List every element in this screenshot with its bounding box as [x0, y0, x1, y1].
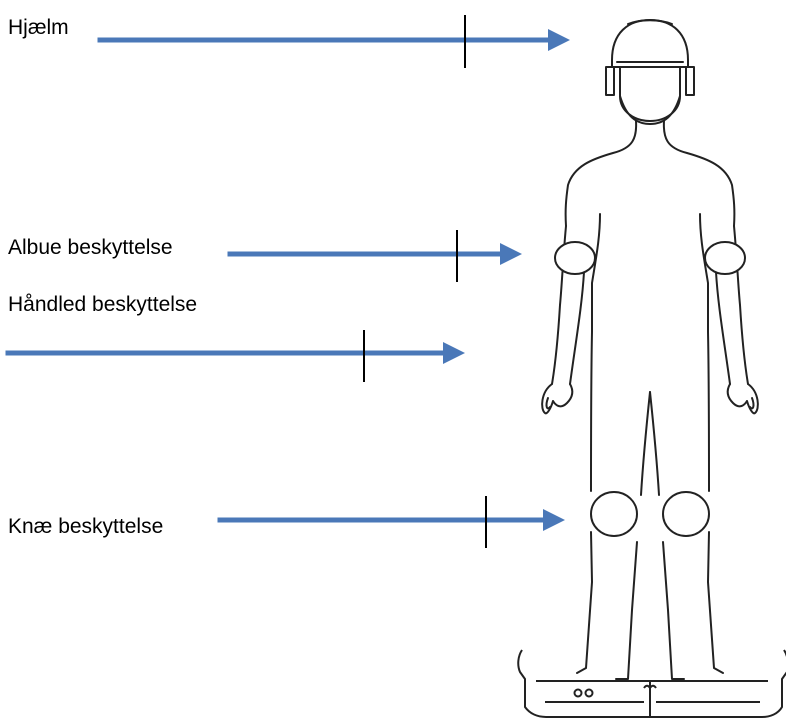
wrist-arrow	[8, 330, 465, 382]
left-arm-inner	[570, 272, 584, 384]
left-elbow-pad	[555, 242, 595, 274]
hoverboard	[518, 650, 786, 717]
right-hand	[728, 384, 758, 413]
right-shoulder	[664, 121, 735, 226]
right-elbow-pad	[705, 242, 745, 274]
right-leg-inner	[663, 542, 684, 679]
left-thumb	[547, 398, 550, 408]
knee-arrow	[220, 496, 565, 548]
hoverboard-shell	[518, 650, 786, 717]
elbow-arrow	[230, 230, 522, 282]
right-leg-outer	[708, 532, 723, 673]
helmet-shape	[612, 20, 688, 67]
helmet-arrow	[100, 15, 570, 68]
left-hand	[542, 384, 572, 413]
right-thumb	[750, 398, 753, 408]
left-leg-inner	[616, 542, 637, 679]
person-outline	[542, 20, 758, 679]
left-shoulder	[566, 121, 637, 226]
inner-leg-right	[650, 392, 659, 495]
left-leg-outer	[577, 532, 592, 673]
inner-leg-left	[641, 392, 650, 495]
hoverboard-wheel-dot-right	[586, 690, 593, 697]
right-knee-pad	[663, 492, 709, 536]
hoverboard-wheel-dot-left	[575, 690, 582, 697]
right-arm-inner	[716, 272, 730, 384]
left-knee-pad	[591, 492, 637, 536]
